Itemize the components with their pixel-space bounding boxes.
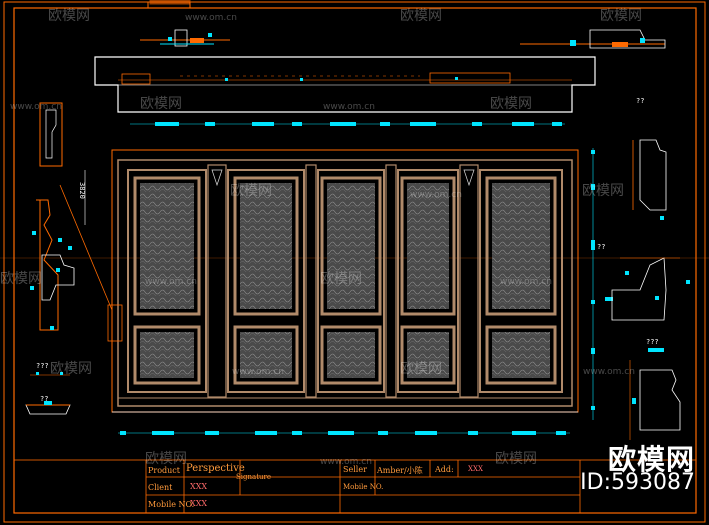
left-section-leader <box>59 170 123 342</box>
watermark: www.om.cn <box>145 277 197 287</box>
watermark: 欧模网 <box>48 8 90 24</box>
cornice-detail-top-right <box>520 29 666 49</box>
signature-label: Signature <box>236 473 272 481</box>
watermark: 欧模网 <box>400 361 442 377</box>
wall-panel-elevation <box>111 149 579 413</box>
title-block-grid <box>13 459 697 514</box>
watermark: www.om.cn <box>320 457 372 467</box>
height-dimension-label: 3820 <box>78 182 86 199</box>
annotation-q4: ??? <box>646 338 659 346</box>
dimension-line-right <box>591 148 629 420</box>
door-leaf-3 <box>317 169 385 393</box>
annotation-q5: ?? <box>40 395 49 403</box>
watermark: www.om.cn <box>500 277 552 287</box>
seller-value: Amber/小陈 <box>377 466 423 475</box>
brand-name: 欧模网 <box>607 443 695 476</box>
door-leaf-5 <box>479 169 563 393</box>
pilaster-2 <box>305 164 317 398</box>
cornice-elevation <box>94 56 596 113</box>
product-label: Product <box>148 466 180 475</box>
door-leaf-2 <box>227 169 305 393</box>
watermark: 欧模网 <box>320 271 362 287</box>
mobile-value: XXX <box>190 499 208 508</box>
right-profile-detail <box>611 139 690 440</box>
product-value: Perspective <box>186 463 245 474</box>
annotation-q1: ?? <box>636 97 645 105</box>
watermark: 欧模网 <box>582 183 624 199</box>
watermark: 欧模网 <box>230 183 272 199</box>
watermark: 欧模网 <box>145 451 187 467</box>
watermark: www.om.cn <box>232 367 284 377</box>
watermark: www.om.cn <box>583 367 635 377</box>
cornice-detail-top-left <box>140 29 230 47</box>
dimension-line-bottom <box>118 431 570 435</box>
mobile-label: Mobile NO. <box>148 500 195 509</box>
client-label: Client <box>148 483 173 492</box>
pilaster-3 <box>385 164 397 398</box>
left-profile-detail <box>30 102 75 331</box>
watermark: 欧模网 <box>400 8 442 24</box>
annotation-q2: ?? <box>597 243 606 251</box>
annotation-q3: ??? <box>36 362 49 370</box>
watermark: 欧模网 <box>495 451 537 467</box>
pilaster-1 <box>207 164 227 398</box>
watermark: www.om.cn <box>323 102 375 112</box>
watermark: 欧模网 <box>490 96 532 112</box>
door-leaf-1 <box>127 169 207 393</box>
address-label: Add: <box>435 465 454 474</box>
watermark: www.om.cn <box>185 13 237 23</box>
dimension-line-top <box>130 122 565 126</box>
address-value: XXX <box>468 465 483 473</box>
watermark: 欧模网 <box>140 96 182 112</box>
door-leaf-4 <box>397 169 459 393</box>
pilaster-4 <box>459 164 479 398</box>
seller-mobile-label: Mobile NO. <box>343 483 384 491</box>
watermark: www.om.cn <box>10 102 62 112</box>
watermark: 欧模网 <box>50 361 92 377</box>
watermark: 欧模网 <box>0 271 42 287</box>
client-value: XXX <box>190 482 208 491</box>
brand-id: ID:593087 <box>580 470 695 495</box>
watermark: 欧模网 <box>600 8 642 24</box>
seller-label: Seller <box>343 465 367 474</box>
top-reference-lines <box>147 0 191 8</box>
watermark: www.om.cn <box>410 190 462 200</box>
base-molding-detail <box>25 372 71 415</box>
